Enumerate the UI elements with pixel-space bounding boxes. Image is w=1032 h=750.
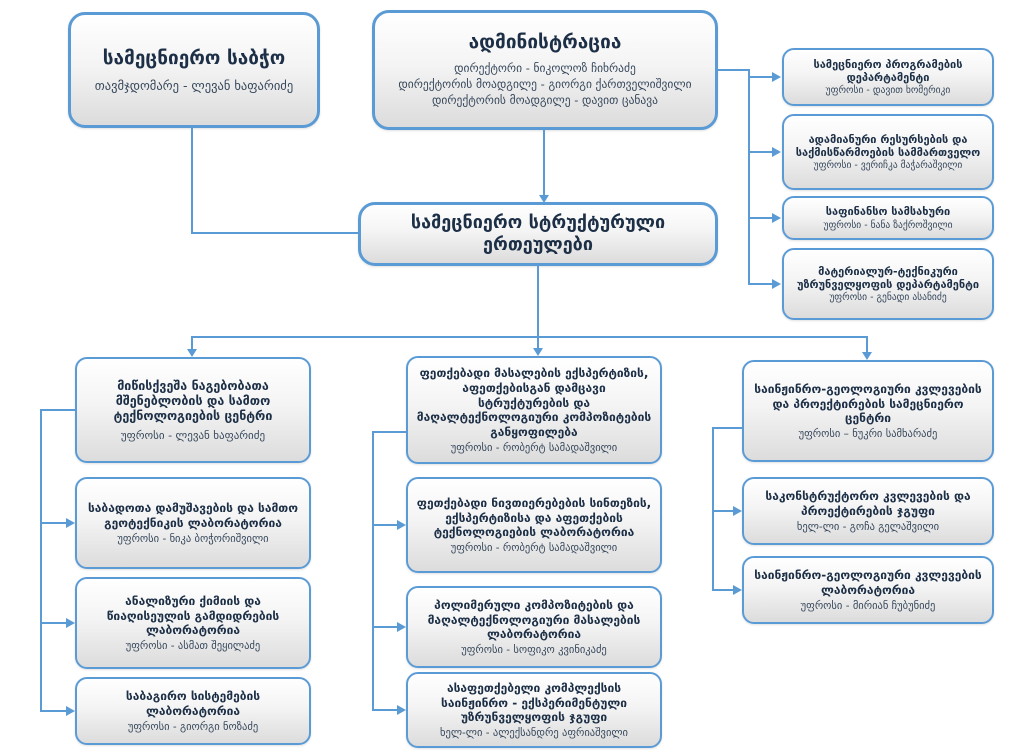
box-title: საბაგირო სისტემების ლაბორატორია [125, 689, 261, 718]
connector [718, 69, 749, 71]
box-subtitle: უფროსი - რობერტ სამადაშვილი [450, 441, 618, 454]
node-blasting-complex-group: ასაფეთქებელი კომპლექსის საინჟინრო - ექსპ… [406, 672, 662, 748]
box-title: ასაფეთქებელი კომპლექსის საინჟინრო - ექსპ… [441, 681, 627, 725]
connector [40, 409, 75, 411]
connector [537, 266, 539, 336]
box-subtitle: უფროსი - ასმათ შეყილაძე [125, 639, 261, 652]
connector [748, 151, 773, 153]
connector [40, 522, 68, 524]
connector [543, 130, 545, 197]
node-structural-units: სამეცნიერო სტრუქტურული ერთეულები [358, 202, 718, 266]
node-scientific-council: სამეცნიერო საბჭო თავმჯდომარე - ლევან ხაფ… [68, 12, 320, 128]
box-subtitle: უფროსი - გენადი ასანიძე [829, 292, 947, 304]
box-title: მიწისქვეშა ნაგებობათა მშენებლობის და სამ… [113, 377, 273, 424]
node-technical-support-department: მატერიალურ-ტექნიკური უზრუნველყოფის დეპარ… [782, 248, 994, 320]
connector [748, 69, 750, 285]
connector [372, 524, 399, 526]
connector [191, 336, 868, 338]
connector [372, 626, 399, 628]
node-explosive-substances-lab: ფეთქებადი ნივთიერებების სინთეზის, ექსპერ… [406, 477, 662, 573]
node-explosive-materials-division: ფეთქებადი მასალების ექსპერტიზის, აფეთქებ… [406, 356, 662, 464]
node-mining-geotechnics-lab: საბადოთა დამუშავების და სამთო გეოტექნიკი… [75, 477, 311, 569]
connector [40, 710, 68, 712]
box-subtitle: უფროსი – ნუკრი სამხარაძე [798, 427, 938, 440]
admin-line-director: დირექტორი - ნიკოლოზ ჩიხრაძე [454, 61, 636, 76]
admin-line-deputy-2: დირექტორის მოადგილე - დავით ცანავა [431, 93, 658, 108]
box-subtitle: უფროსი - დავით ხომერიკი [825, 85, 951, 97]
arrowhead-right-icon [733, 506, 742, 516]
box-subtitle: უფროსი - ვერიჩკა მაჭარაშვილი [813, 160, 963, 172]
connector [748, 283, 773, 285]
arrowhead-right-icon [772, 213, 781, 223]
connector [191, 232, 358, 234]
connector [191, 336, 193, 350]
box-title: ადამიანური რესურსების და საქმისწარმოების… [795, 132, 981, 159]
box-title: სამეცნიერო პროგრამების დეპარტამენტი [813, 57, 963, 84]
node-scientific-programs-department: სამეცნიერო პროგრამების დეპარტამენტი უფრო… [782, 48, 994, 106]
box-title: ადმინისტრაცია [468, 31, 622, 54]
connector [372, 431, 374, 711]
arrowhead-right-icon [772, 72, 781, 82]
arrowhead-right-icon [397, 705, 406, 715]
arrowhead-right-icon [772, 279, 781, 289]
box-title: საინჟინრო-გეოლოგიური კვლევების ლაბორატორ… [754, 568, 982, 597]
node-engineering-geology-center: საინჟინრო-გეოლოგიური კვლევების და პროექტ… [742, 360, 994, 462]
box-subtitle: უფროსი - მირიან ჩუბუნიძე [800, 599, 936, 612]
node-design-research-group: საკონსტრუქტორო კვლევების და პროექტირების… [742, 477, 994, 545]
node-polymer-composites-lab: პოლიმერული კომპოზიტების და მაღალტექნოლოგ… [406, 586, 662, 668]
box-title: ანალიზური ქიმიის და წიაღისეულის გამდიდრე… [106, 594, 280, 638]
arrowhead-right-icon [397, 520, 406, 530]
admin-line-deputy-1: დირექტორის მოადგილე - გიორგი ქართველიშვი… [398, 77, 692, 92]
box-title: პოლიმერული კომპოზიტების და მაღალტექნოლოგ… [427, 598, 641, 642]
arrowhead-right-icon [66, 518, 75, 528]
arrowhead-down-icon [187, 349, 197, 357]
box-title: საინჟინრო-გეოლოგიური კვლევების და პროექტ… [754, 382, 982, 426]
connector [866, 336, 868, 352]
box-title: მატერიალურ-ტექნიკური უზრუნველყოფის დეპარ… [796, 264, 980, 291]
node-analytical-chemistry-lab: ანალიზური ქიმიის და წიაღისეულის გამდიდრე… [75, 577, 311, 669]
connector [748, 217, 773, 219]
box-subtitle: ხელ-ლი - ალექსანდრე აფრიაშვილი [440, 726, 628, 739]
connector [372, 709, 399, 711]
box-subtitle: უფროსი - ნანა ზაქროშვილი [823, 219, 953, 231]
arrowhead-right-icon [772, 147, 781, 157]
arrowhead-right-icon [397, 622, 406, 632]
connector [712, 510, 735, 512]
connector [40, 409, 42, 712]
node-ropeway-systems-lab: საბაგირო სისტემების ლაბორატორია უფროსი -… [75, 677, 311, 745]
box-subtitle: უფროსი - გიორგი ნოზაძე [127, 720, 259, 733]
arrowhead-down-icon [862, 352, 872, 360]
connector [372, 431, 406, 433]
box-subtitle: უფროსი - ლევან ხაფარიძე [120, 429, 266, 443]
connector [712, 427, 742, 429]
arrowhead-right-icon [733, 585, 742, 595]
connector [191, 128, 193, 234]
box-title: საფინანსო სამსახური [825, 205, 951, 219]
connector [537, 336, 539, 349]
box-subtitle: თავმჯდომარე - ლევან ხაფარიძე [94, 77, 294, 93]
box-subtitle: უფროსი - ნიკა ბოჭორიშვილი [117, 532, 269, 545]
connector [40, 622, 68, 624]
box-subtitle: უფროსი - სოფიკო კვინიკაძე [461, 643, 607, 656]
node-administration: ადმინისტრაცია დირექტორი - ნიკოლოზ ჩიხრაძ… [372, 10, 718, 130]
box-title: სამეცნიერო საბჭო [102, 47, 286, 70]
node-underground-constructions-center: მიწისქვეშა ნაგებობათა მშენებლობის და სამ… [75, 357, 311, 463]
box-title: ფეთქებადი ნივთიერებების სინთეზის, ექსპერ… [416, 496, 652, 540]
arrowhead-right-icon [66, 706, 75, 716]
arrowhead-down-icon [533, 348, 543, 356]
arrowhead-down-icon [539, 195, 549, 203]
arrowhead-right-icon [66, 618, 75, 628]
node-engineering-geology-lab: საინჟინრო-გეოლოგიური კვლევების ლაბორატორ… [742, 556, 994, 624]
connector [712, 427, 714, 591]
node-finance-service: საფინანსო სამსახური უფროსი - ნანა ზაქროშ… [782, 196, 994, 240]
box-subtitle: ხელ-ლი - გოჩა გელაშვილი [796, 520, 940, 533]
connector [748, 76, 773, 78]
box-title: ფეთქებადი მასალების ექსპერტიზის, აფეთქებ… [416, 366, 652, 439]
box-title: საბადოთა დამუშავების და სამთო გეოტექნიკი… [87, 501, 299, 530]
box-title: საკონსტრუქტორო კვლევების და პროექტირების… [765, 489, 971, 518]
box-title: სამეცნიერო სტრუქტურული ერთეულები [410, 211, 666, 256]
connector [712, 589, 735, 591]
node-hr-department: ადამიანური რესურსების და საქმისწარმოების… [782, 114, 994, 190]
box-subtitle: უფროსი - რობერტ სამადაშვილი [450, 541, 618, 554]
